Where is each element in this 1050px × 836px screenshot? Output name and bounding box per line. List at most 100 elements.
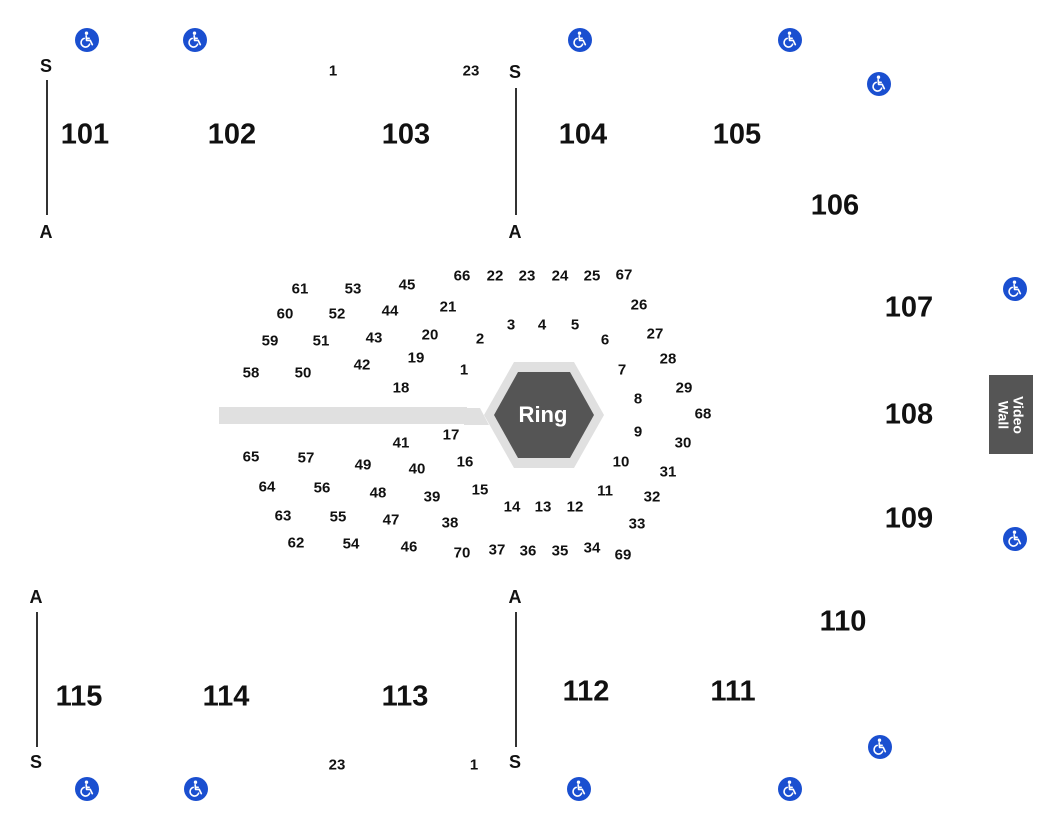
video-wall-label: Video Wall [996,396,1027,434]
floor-seat[interactable]: 45 [398,276,416,294]
floor-seat[interactable]: 25 [583,267,601,285]
floor-seat[interactable]: 35 [551,542,569,560]
floor-seat[interactable]: 59 [261,332,279,350]
aisle-letter: S [508,62,522,82]
floor-seat[interactable]: 9 [633,423,643,441]
floor-seat[interactable]: 47 [382,511,400,529]
floor-seat[interactable]: 15 [471,481,489,499]
section-label[interactable]: 103 [381,118,431,151]
floor-seat[interactable]: 54 [342,535,360,553]
floor-seat[interactable]: 66 [453,267,471,285]
floor-seat[interactable]: 11 [597,482,613,500]
section-label[interactable]: 110 [819,605,867,638]
floor-seat[interactable]: 64 [258,478,276,496]
section-label[interactable]: 114 [202,680,250,713]
wheelchair-icon [1003,527,1027,551]
wheelchair-icon [778,777,802,801]
floor-seat[interactable]: 69 [614,546,632,564]
floor-seat[interactable]: 49 [354,456,372,474]
wheelchair-icon [778,28,802,52]
section-label[interactable]: 101 [60,118,110,151]
section-label[interactable]: 108 [884,398,934,431]
row-label: 1 [469,756,479,774]
floor-seat[interactable]: 42 [353,356,371,374]
floor-seat[interactable]: 50 [294,364,312,382]
section-label[interactable]: 106 [810,189,860,222]
floor-seat[interactable]: 20 [421,326,439,344]
section-label[interactable]: 115 [55,680,103,713]
floor-seat[interactable]: 60 [276,305,294,323]
section-label[interactable]: 102 [207,118,257,151]
floor-seat[interactable]: 16 [456,453,474,471]
ring-border [464,408,489,425]
floor-seat[interactable]: 43 [365,329,383,347]
floor-seat[interactable]: 62 [287,534,305,552]
section-label[interactable]: 104 [558,118,608,151]
floor-seat[interactable]: 44 [381,302,399,320]
floor-seat[interactable]: 34 [583,539,601,557]
section-label[interactable]: 111 [710,675,756,708]
floor-seat[interactable]: 41 [392,434,410,452]
floor-seat[interactable]: 13 [534,498,552,516]
floor-seat[interactable]: 24 [551,267,569,285]
floor-seat[interactable]: 23 [518,267,536,285]
section-label[interactable]: 107 [884,291,934,324]
floor-seat[interactable]: 6 [600,331,610,349]
floor-seat[interactable]: 46 [400,538,418,556]
floor-seat[interactable]: 55 [329,508,347,526]
floor-seat[interactable]: 4 [537,316,547,334]
floor-seat[interactable]: 21 [439,298,457,316]
floor-seat[interactable]: 67 [615,266,633,284]
floor-seat[interactable]: 51 [312,332,330,350]
floor-seat[interactable]: 70 [453,544,471,562]
floor-seat[interactable]: 7 [617,361,627,379]
floor-seat[interactable]: 30 [674,434,692,452]
section-label[interactable]: 109 [884,502,934,535]
floor-seat[interactable]: 12 [566,498,584,516]
floor-seat[interactable]: 27 [646,325,664,343]
row-label: 23 [328,756,346,774]
floor-seat[interactable]: 18 [392,379,410,397]
section-label[interactable]: 112 [562,675,610,708]
aisle-letter: A [29,587,43,607]
floor-seat[interactable]: 31 [659,463,677,481]
aisle-letter: S [508,752,522,772]
floor-seat[interactable]: 26 [630,296,648,314]
wheelchair-icon [1003,277,1027,301]
floor-seat[interactable]: 3 [506,316,516,334]
floor-seat[interactable]: 36 [519,542,537,560]
floor-seat[interactable]: 17 [442,426,460,444]
floor-seat[interactable]: 37 [488,541,506,559]
floor-seat[interactable]: 38 [441,514,459,532]
floor-seat[interactable]: 40 [408,460,426,478]
floor-seat[interactable]: 61 [291,280,309,298]
section-label[interactable]: 113 [381,680,429,713]
aisle-letter: A [39,222,53,242]
floor-seat[interactable]: 56 [313,479,331,497]
floor-seat[interactable]: 58 [242,364,260,382]
floor-seat[interactable]: 14 [503,498,521,516]
floor-seat[interactable]: 68 [694,405,712,423]
floor-seat[interactable]: 19 [407,349,425,367]
floor-seat[interactable]: 63 [274,507,292,525]
floor-seat[interactable]: 57 [297,449,315,467]
floor-seat[interactable]: 33 [628,515,646,533]
aisle-line [46,80,48,215]
floor-seat[interactable]: 32 [643,488,661,506]
floor-seat[interactable]: 29 [675,379,693,397]
floor-seat[interactable]: 52 [328,305,346,323]
floor-seat[interactable]: 10 [612,453,630,471]
floor-seat[interactable]: 28 [659,350,677,368]
floor-seat[interactable]: 5 [570,316,580,334]
floor-seat[interactable]: 2 [475,330,485,348]
wheelchair-icon [184,777,208,801]
floor-seat[interactable]: 8 [633,390,643,408]
section-label[interactable]: 105 [712,118,762,151]
floor-seat[interactable]: 22 [486,267,504,285]
floor-seat[interactable]: 48 [369,484,387,502]
floor-seat[interactable]: 53 [344,280,362,298]
floor-seat[interactable]: 39 [423,488,441,506]
floor-seat[interactable]: 1 [459,361,469,379]
floor-seat[interactable]: 65 [242,448,260,466]
